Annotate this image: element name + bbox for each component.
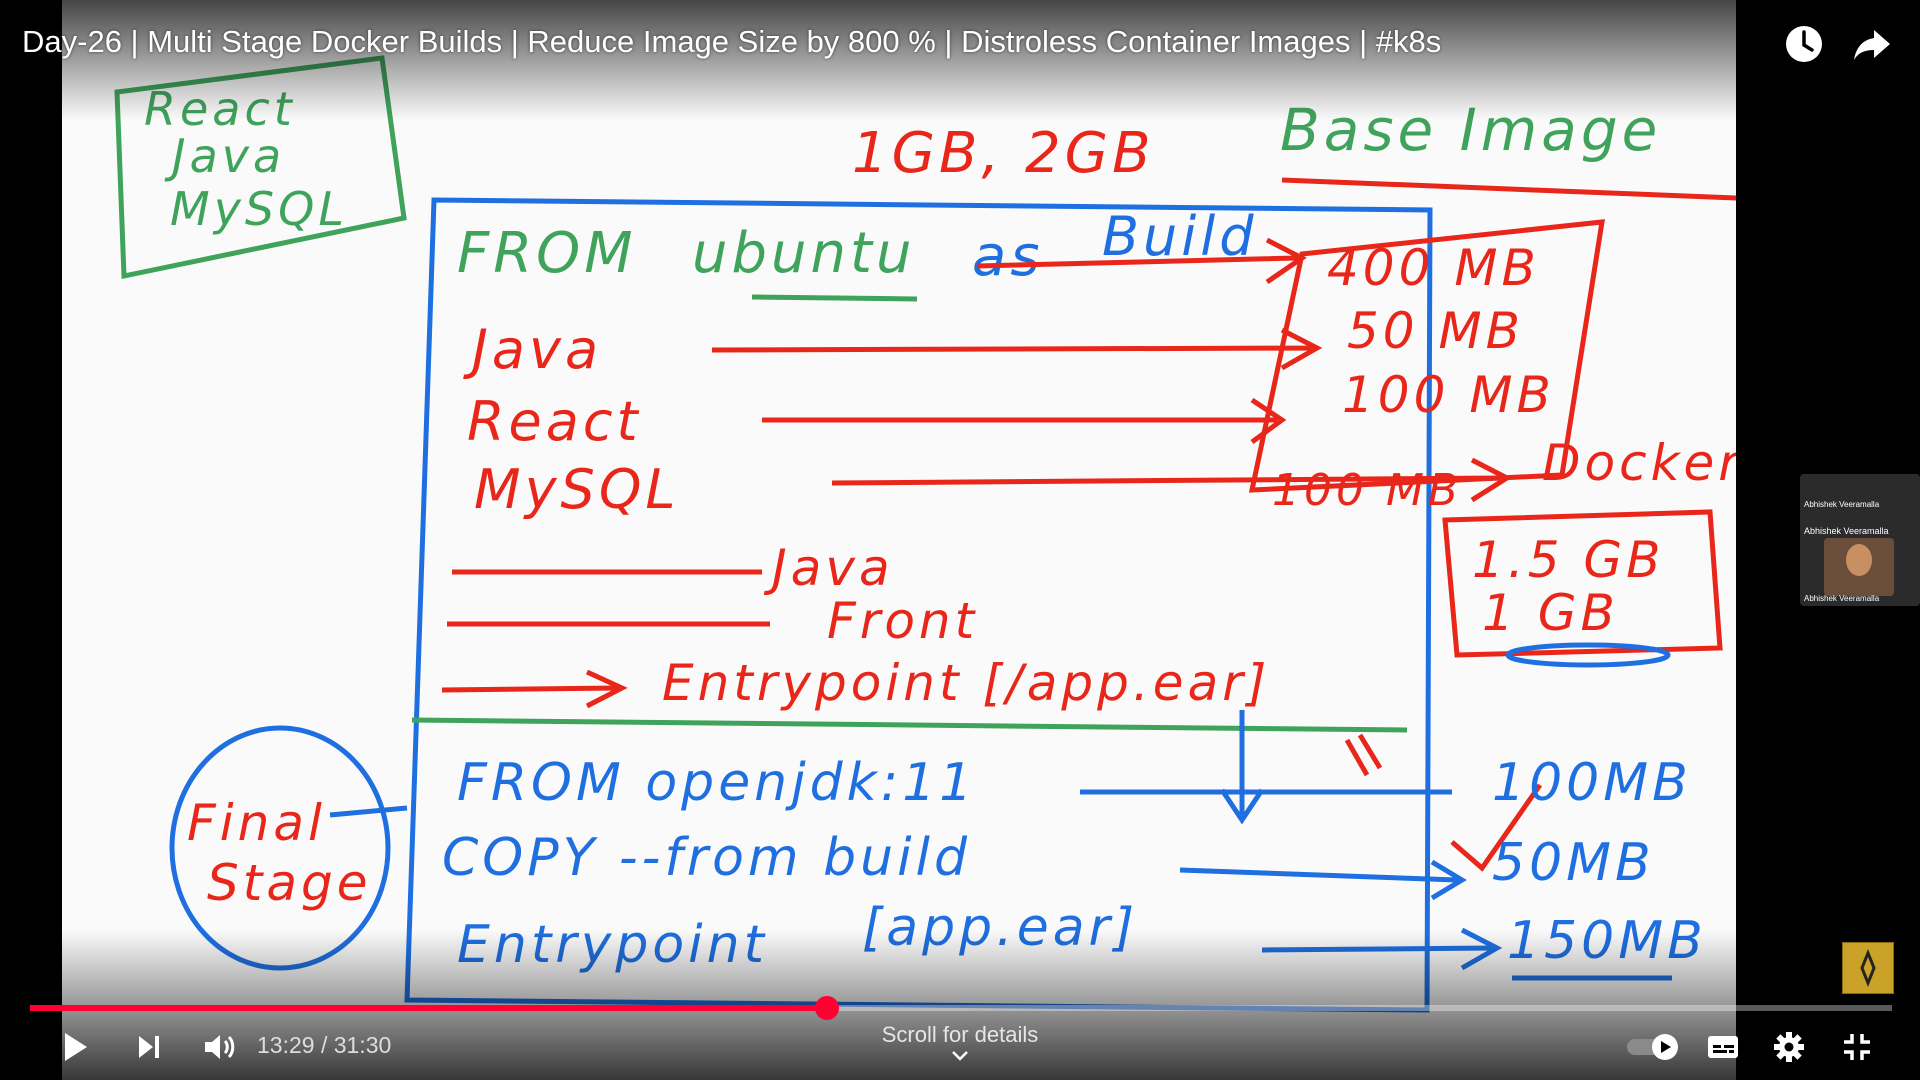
progress-scrubber[interactable] bbox=[814, 996, 839, 1020]
share-arrow-icon[interactable] bbox=[1850, 22, 1894, 66]
stage2-entry-arg: [app.ear] bbox=[862, 898, 1138, 958]
progress-bar[interactable] bbox=[30, 996, 1892, 1020]
stage1-line-java: Java bbox=[463, 318, 602, 381]
scroll-hint[interactable]: Scroll for details bbox=[820, 1022, 1100, 1062]
pip-name-bottom: Abhishek Veeramalla bbox=[1804, 594, 1880, 603]
totals-box bbox=[1442, 509, 1723, 658]
equals-mark bbox=[1344, 733, 1383, 777]
base-image-underline bbox=[1281, 177, 1736, 201]
play-icon[interactable] bbox=[52, 1022, 98, 1072]
checkmark bbox=[1450, 783, 1543, 872]
next-icon[interactable] bbox=[126, 1022, 172, 1072]
gear-icon[interactable] bbox=[1766, 1022, 1812, 1072]
captions-icon[interactable] bbox=[1700, 1022, 1746, 1072]
stage1-as-keyword: as bbox=[972, 224, 1044, 289]
stage2-from-line: FROM openjdk:11 bbox=[457, 753, 976, 813]
final-stage-line-1: Final bbox=[187, 794, 326, 852]
stage2-copy-line: COPY --from build bbox=[442, 828, 971, 888]
stage2-size-1: 100MB bbox=[1492, 753, 1692, 813]
stage1-from-keyword: FROM bbox=[457, 221, 637, 286]
extra-front: Front bbox=[827, 592, 978, 650]
stage-divider bbox=[411, 717, 1408, 733]
total-size-1: 1.5 GB bbox=[1472, 531, 1664, 589]
entrypoint-arrow bbox=[441, 669, 628, 709]
stage2-arrows bbox=[1080, 710, 1503, 971]
picture-in-picture-presenter[interactable]: Abhishek Veeramalla Abhishek Veeramalla … bbox=[1800, 474, 1920, 606]
clock-icon[interactable] bbox=[1782, 22, 1826, 66]
scroll-hint-text: Scroll for details bbox=[881, 1022, 1039, 1047]
total-circle-mark bbox=[1505, 642, 1671, 668]
video-title[interactable]: Day-26 | Multi Stage Docker Builds | Red… bbox=[22, 24, 1442, 59]
pip-name-top: Abhishek Veeramalla bbox=[1804, 500, 1880, 509]
extension-badge-icon[interactable] bbox=[1842, 942, 1894, 994]
base-image-underline-mark bbox=[751, 294, 918, 302]
autoplay-toggle-icon[interactable] bbox=[1622, 1022, 1686, 1072]
extra-java: Java bbox=[763, 539, 894, 597]
stage2-entry-keyword: Entrypoint bbox=[457, 915, 768, 975]
video-frame[interactable]: React Java MySQL 1GB, 2GB Base Image FRO… bbox=[62, 0, 1736, 1080]
stage1-line-mysql: MySQL bbox=[474, 458, 679, 521]
stage1-entrypoint: Entrypoint [/app.ear] bbox=[662, 654, 1270, 712]
stage1-line-react: React bbox=[467, 390, 642, 453]
progress-played bbox=[30, 1005, 827, 1011]
size-os: 400 MB bbox=[1327, 239, 1540, 297]
exit-fullscreen-icon[interactable] bbox=[1834, 1022, 1880, 1072]
sizes-header: 1GB, 2GB bbox=[852, 121, 1154, 186]
stage1-size-box bbox=[1248, 219, 1605, 493]
presenter-avatar bbox=[1824, 538, 1894, 596]
stage1-base-image: ubuntu bbox=[692, 221, 915, 286]
stack-note-line-3: MySQL bbox=[170, 182, 348, 236]
chevron-down-icon bbox=[952, 1051, 968, 1061]
stack-note-line-1: React bbox=[144, 82, 296, 136]
stage2-size-2: 50MB bbox=[1492, 833, 1655, 893]
size-react: 100 MB bbox=[1342, 366, 1555, 424]
time-display: 13:29 / 31:30 bbox=[257, 1032, 392, 1058]
base-image-label: Base Image bbox=[1280, 96, 1661, 164]
total-size-2: 1 GB bbox=[1482, 584, 1619, 642]
docker-label: Docker bbox=[1542, 434, 1736, 492]
final-stage-pointer bbox=[329, 805, 408, 818]
stack-note-line-2: Java bbox=[164, 129, 285, 183]
pip-name-mid: Abhishek Veeramalla bbox=[1804, 526, 1889, 536]
size-mysql: 100 MB bbox=[1272, 465, 1462, 516]
whiteboard-drawing: React Java MySQL 1GB, 2GB Base Image FRO… bbox=[114, 55, 1736, 1013]
size-java: 50 MB bbox=[1347, 302, 1524, 360]
final-stage-line-2: Stage bbox=[207, 854, 371, 912]
volume-icon[interactable] bbox=[196, 1022, 242, 1072]
stage2-size-3: 150MB bbox=[1507, 911, 1707, 971]
